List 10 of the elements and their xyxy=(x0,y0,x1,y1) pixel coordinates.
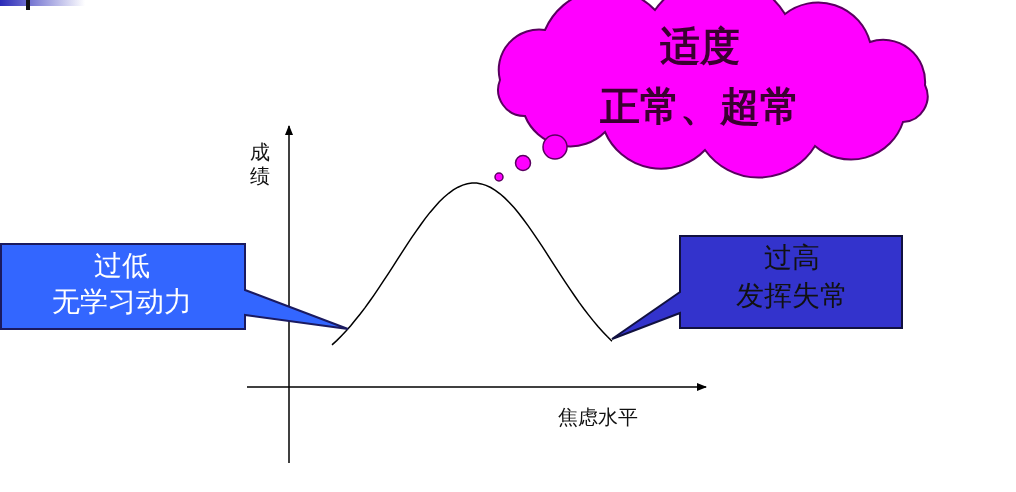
axis-label: 焦虑水平 xyxy=(558,405,639,429)
callout-box xyxy=(610,235,904,341)
callout-heading: 过低 xyxy=(94,249,150,282)
axis-label: 成绩 xyxy=(250,140,271,188)
callout-heading: 适度 xyxy=(660,22,740,69)
callout-text: 发挥失常 xyxy=(736,279,848,312)
callout-box xyxy=(0,243,350,331)
callout-text: 正常、超常 xyxy=(600,82,800,129)
callout-heading: 过高 xyxy=(764,241,820,274)
callout-text: 无学习动力 xyxy=(52,285,192,318)
